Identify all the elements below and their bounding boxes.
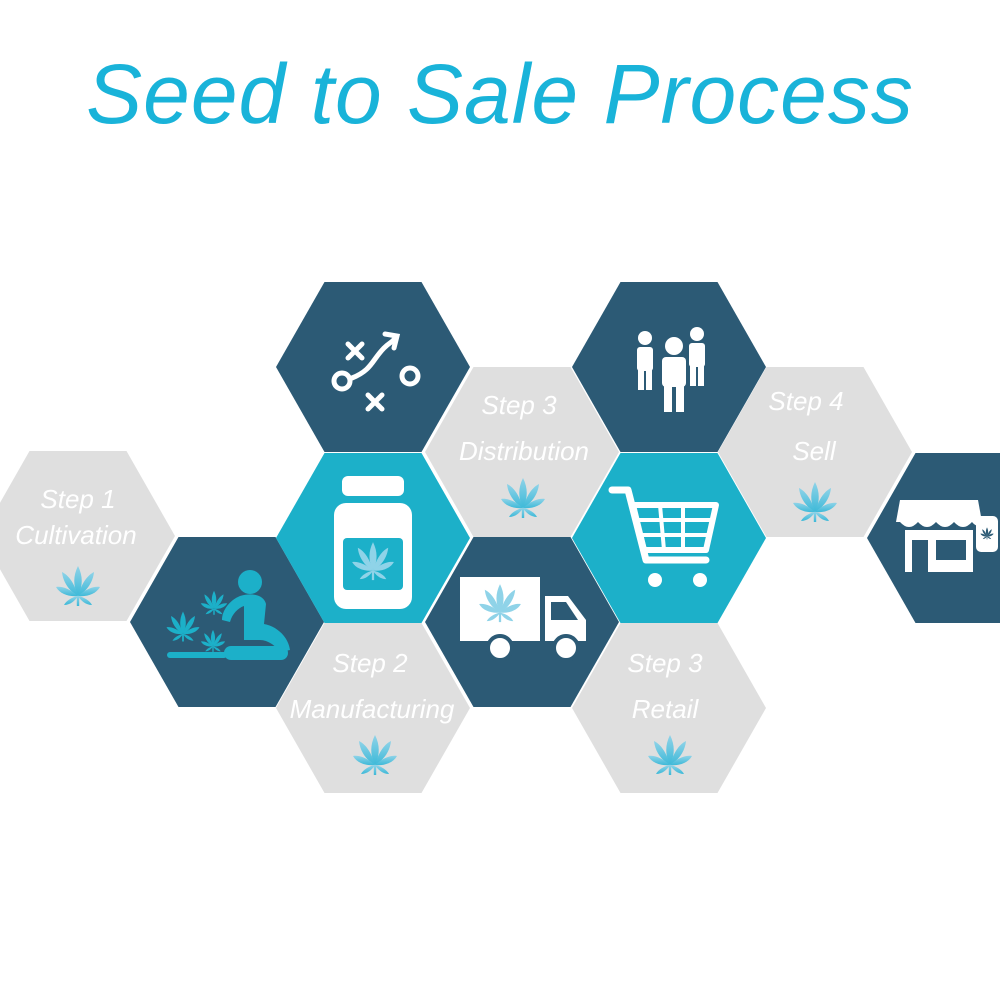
shopping-cart-icon [608,486,719,587]
page-title: Seed to Sale Process [86,47,914,141]
step-name: Cultivation [15,520,136,550]
step-name: Sell [792,436,837,466]
step-number: Step 3 [627,648,703,678]
gardener-icon [166,570,290,660]
step-retail: Step 3 Retail [627,648,703,775]
hex-retail [572,623,766,793]
step-cultivation: Step 1 Cultivation [15,484,137,606]
hex-strategy [276,282,470,452]
hex-cart [572,453,766,623]
hex-distribution [425,367,619,537]
storefront-icon [896,500,998,572]
step-manufacturing: Step 2 Manufacturing [290,648,455,775]
step-name: Distribution [459,436,589,466]
step-number: Step 4 [768,386,843,416]
jar-icon [334,476,412,609]
people-group-icon [637,327,705,412]
step-number: Step 1 [40,484,115,514]
hex-manufacturing [276,623,470,793]
step-name: Retail [632,694,700,724]
strategy-play-icon [331,331,421,412]
step-number: Step 2 [332,648,408,678]
delivery-truck-icon [460,577,586,662]
step-name: Manufacturing [290,694,455,724]
step-number: Step 3 [481,390,557,420]
hex-cultivation [0,451,175,621]
step-distribution: Step 3 Distribution [459,390,589,518]
hex-sell [718,367,912,537]
step-sell: Step 4 Sell [768,386,844,522]
hex-gardener [130,537,324,707]
